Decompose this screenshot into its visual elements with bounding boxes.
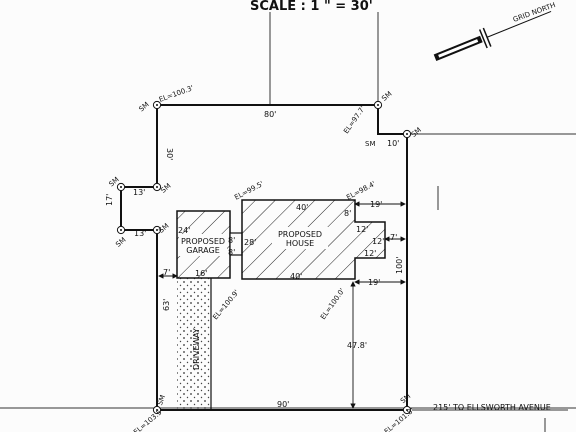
house-label-line2: HOUSE: [286, 239, 314, 248]
elevation-nw: EL=100.3': [158, 84, 195, 104]
scale-label: SCALE : 1 " = 30': [250, 0, 373, 14]
garage-label-line2: GARAGE: [186, 246, 220, 255]
elevation-house-s: EL=100.0': [319, 287, 346, 321]
elevation-house-nw: EL=99.5': [233, 180, 265, 202]
dim-ne-jog: 10': [387, 139, 399, 148]
north-arrow-icon: [433, 10, 552, 62]
house-label-bg: [272, 227, 328, 249]
sm-label: SM: [159, 182, 172, 195]
dim-front-setback: 47.8': [347, 341, 367, 350]
dim-connector-bottom: 8': [228, 248, 235, 257]
sm-label: SM: [365, 140, 375, 148]
dim-east-setback-lower: 19': [368, 278, 380, 287]
elevation-house-ne: EL=98.4': [345, 180, 377, 202]
sm-label: SM: [399, 392, 412, 405]
dim-north-line: 80': [264, 110, 276, 119]
dim-house-depth: 28': [244, 238, 256, 247]
dim-west-lower: 63': [162, 299, 171, 311]
dim-bump-depth-upper: 12': [356, 225, 368, 234]
dim-garage-depth: 24': [178, 226, 190, 235]
garage-label-bg: [179, 234, 227, 256]
dim-east-line: 100': [395, 257, 404, 274]
house-label-line1: PROPOSED: [278, 230, 322, 239]
driveway: [177, 278, 211, 410]
sm-label: SM: [114, 236, 127, 249]
driveway-label: DRIVEWAY: [192, 328, 201, 370]
dim-west-upper: 30': [165, 148, 174, 160]
dim-bump-width: 12': [372, 237, 384, 246]
dim-house-notch-top: 8': [344, 209, 351, 218]
dim-garage-width: 16': [195, 269, 207, 278]
dim-west-short: 17': [105, 194, 114, 206]
dim-garage-setback: 7': [163, 268, 170, 277]
sm-label: SM: [380, 90, 393, 103]
dim-house-top: 40': [296, 203, 308, 212]
sm-label: SM: [138, 101, 151, 114]
dim-west-notch-lower: 13': [134, 229, 146, 238]
dim-connector-top: 8': [228, 236, 235, 245]
elevation-garage-sw: EL=100.9': [211, 288, 240, 321]
sm-label: SM: [156, 394, 167, 407]
dim-south-line: 90': [277, 400, 289, 409]
elevation-sw: EL=103.5': [132, 407, 165, 432]
dim-bump-depth-lower: 12': [364, 249, 376, 258]
dim-bump-setback: 7': [390, 233, 397, 242]
sm-label: SM: [410, 126, 423, 139]
north-arrow-label: GRID NORTH: [512, 1, 557, 24]
dim-east-setback-upper: 19': [370, 200, 382, 209]
elevation-ne: EL=97.7': [342, 105, 367, 136]
dim-west-notch: 13': [133, 188, 145, 197]
dim-house-bottom: 40': [290, 272, 302, 281]
garage-label-line1: PROPOSED: [181, 237, 225, 246]
road-label: 215' TO ELLSWORTH AVENUE: [433, 403, 551, 412]
context-lines: [0, 12, 576, 432]
